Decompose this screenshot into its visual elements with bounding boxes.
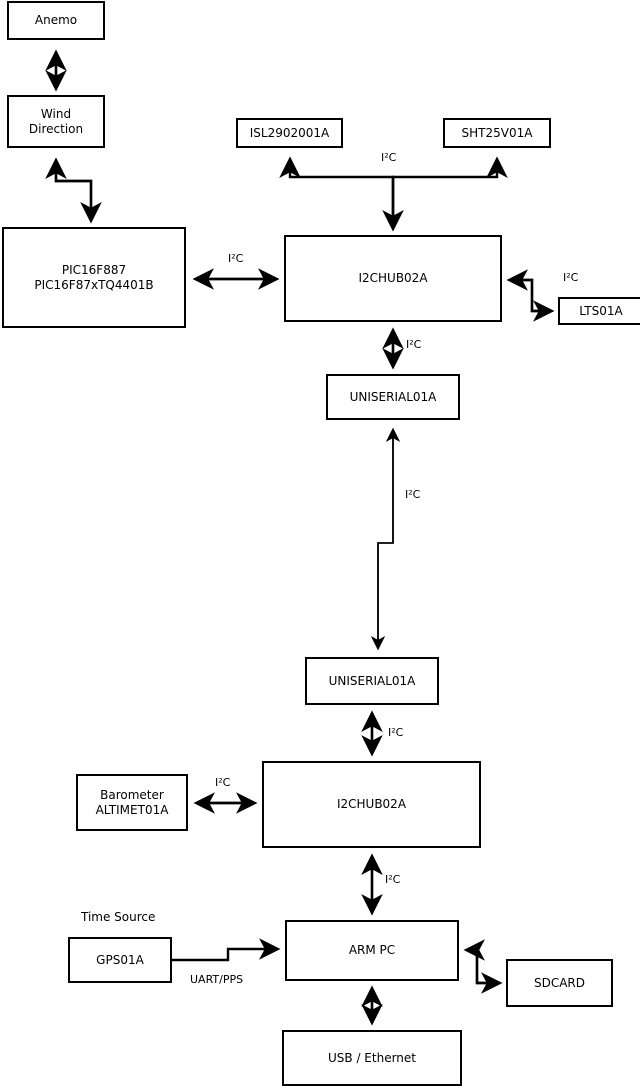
edge-label-gps-armpc: UART/PPS xyxy=(190,973,244,986)
node-uniserial01a-bottom-label: UNISERIAL01A xyxy=(328,673,416,688)
node-sdcard[interactable]: SDCARD xyxy=(506,959,613,1007)
node-sdcard-label: SDCARD xyxy=(533,975,586,990)
node-pic-microcontroller[interactable]: PIC16F887 PIC16F87xTQ4401B xyxy=(2,227,186,328)
edge-label-barometer-hub: I²C xyxy=(215,776,231,789)
node-sht25v01a[interactable]: SHT25V01A xyxy=(443,118,551,148)
edge-label-pic-hub: I²C xyxy=(228,252,244,265)
node-uniserial01a-top[interactable]: UNISERIAL01A xyxy=(326,374,460,420)
edge-label-uniserial-trunk: I²C xyxy=(405,488,421,501)
connector-gps-armpc xyxy=(172,938,281,962)
edge-label-hub-armpc: I²C xyxy=(385,873,401,886)
connector-armpc-sdcard xyxy=(463,939,503,994)
edge-label-uniserial-hub-bottom: I²C xyxy=(388,726,404,739)
connector-hub-lts xyxy=(506,269,555,322)
node-isl2902001a-label: ISL2902001A xyxy=(249,125,330,140)
node-uniserial01a-top-label: UNISERIAL01A xyxy=(349,389,437,404)
node-i2chub02a-top[interactable]: I2CHUB02A xyxy=(284,235,502,322)
node-barometer-altimet01a[interactable]: Barometer ALTIMET01A xyxy=(76,774,188,831)
node-gps01a[interactable]: GPS01A xyxy=(68,937,172,983)
node-i2chub02a-bottom-label: I2CHUB02A xyxy=(336,797,407,811)
node-barometer-altimet01a-label: Barometer ALTIMET01A xyxy=(95,787,169,817)
connector-hub-isl-sht xyxy=(279,156,508,232)
node-sht25v01a-label: SHT25V01A xyxy=(461,125,533,140)
node-lts01a[interactable]: LTS01A xyxy=(558,297,640,325)
node-arm-pc-label: ARM PC xyxy=(348,943,396,957)
node-gps01a-label: GPS01A xyxy=(96,952,144,967)
node-isl2902001a[interactable]: ISL2902001A xyxy=(236,118,343,148)
label-time-source: Time Source xyxy=(81,910,156,924)
node-uniserial01a-bottom[interactable]: UNISERIAL01A xyxy=(305,657,439,705)
node-i2chub02a-bottom[interactable]: I2CHUB02A xyxy=(262,761,481,848)
connector-uniserial-trunk xyxy=(370,427,401,651)
node-i2chub02a-top-label: I2CHUB02A xyxy=(358,271,428,285)
node-wind-direction[interactable]: Wind Direction xyxy=(7,95,105,148)
node-wind-direction-label: Wind Direction xyxy=(28,106,84,136)
node-usb-ethernet[interactable]: USB / Ethernet xyxy=(282,1030,462,1086)
node-pic-microcontroller-label: PIC16F887 PIC16F87xTQ4401B xyxy=(34,262,154,292)
node-anemo-label: Anemo xyxy=(34,13,78,27)
node-usb-ethernet-label: USB / Ethernet xyxy=(328,1050,416,1065)
node-lts01a-label: LTS01A xyxy=(579,303,623,318)
node-anemo[interactable]: Anemo xyxy=(7,1,105,40)
edge-label-hub-lts: I²C xyxy=(563,271,579,284)
connector-wind-pic xyxy=(45,157,102,224)
node-arm-pc[interactable]: ARM PC xyxy=(285,920,459,981)
edge-label-hub-uniserial-top: I²C xyxy=(406,338,422,351)
edge-label-hub-isl-sht: I²C xyxy=(381,151,397,164)
